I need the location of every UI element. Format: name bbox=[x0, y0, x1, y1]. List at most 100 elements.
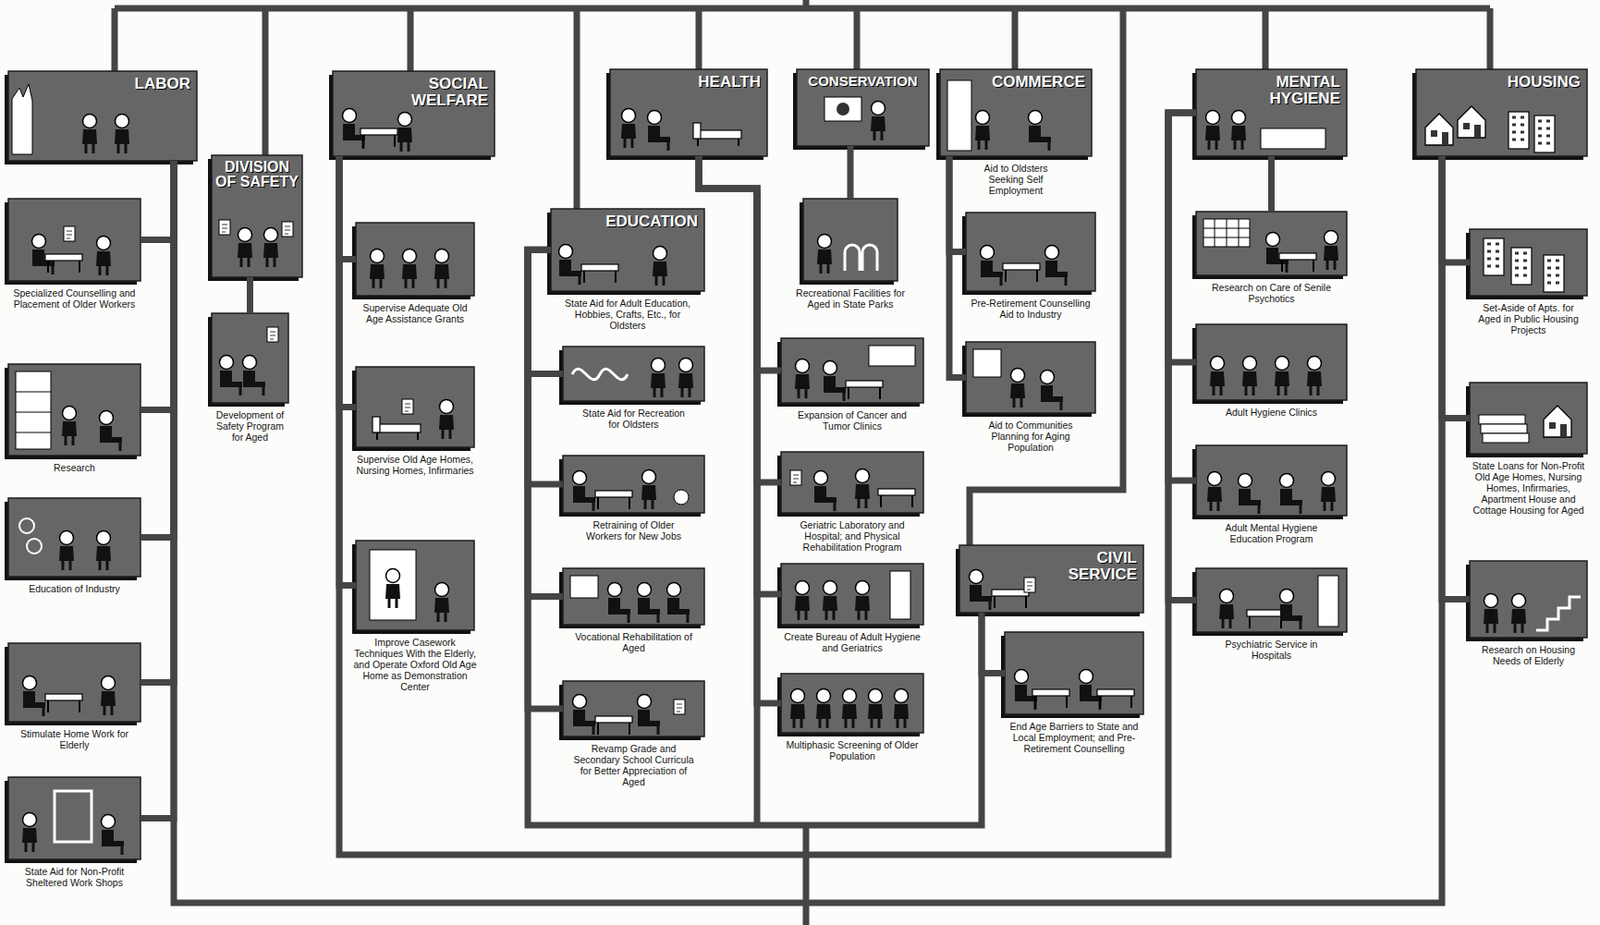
caption-text: Aid to Oldsters Seeking Self Employment bbox=[969, 162, 1063, 196]
picture-panel bbox=[562, 455, 705, 513]
picture-panel: HEALTH bbox=[610, 69, 768, 157]
connector bbox=[527, 250, 563, 486]
program-box: Psychiatric Service in Hospitals bbox=[1196, 568, 1347, 661]
program-box: Research bbox=[8, 364, 141, 474]
picture-panel: MENTAL HYGIENE bbox=[1196, 69, 1347, 157]
illustration bbox=[547, 208, 705, 295]
department-title: MENTAL HYGIENE bbox=[1257, 73, 1341, 107]
picture-panel bbox=[355, 366, 475, 448]
picture-panel: CONSERVATION bbox=[796, 69, 929, 147]
connector bbox=[527, 250, 563, 375]
connector bbox=[1168, 112, 1197, 363]
program-box: Multiphasic Screening of Older Populatio… bbox=[781, 673, 924, 762]
illustration bbox=[4, 71, 197, 165]
illustration bbox=[559, 346, 705, 405]
illustration bbox=[207, 313, 289, 407]
program-box: Set-Aside of Apts. for Aged in Public Ho… bbox=[1469, 229, 1588, 336]
department-box: SOCIAL WELFARE bbox=[332, 71, 495, 157]
illustration bbox=[1192, 324, 1347, 404]
caption-text: Expansion of Cancer and Tumor Clinics bbox=[782, 409, 922, 432]
department-box: MENTAL HYGIENE bbox=[1196, 69, 1347, 157]
department-title: COMMERCE bbox=[983, 73, 1086, 91]
program-box: Geriatric Laboratory and Hospital; and P… bbox=[781, 451, 924, 553]
caption-text: Adult Mental Hygiene Education Program bbox=[1207, 522, 1337, 545]
picture-panel bbox=[8, 498, 141, 577]
caption-text: Research on Housing Needs of Elderly bbox=[1470, 644, 1587, 667]
illustration bbox=[1465, 561, 1588, 642]
program-box: Vocational Rehabilitation of Aged bbox=[562, 568, 705, 654]
department-box: CONSERVATION bbox=[796, 69, 929, 147]
connector bbox=[1168, 112, 1197, 481]
picture-panel bbox=[355, 222, 475, 296]
picture-panel bbox=[781, 563, 924, 625]
picture-panel bbox=[1196, 324, 1347, 401]
caption-text: Supervise Old Age Homes, Nursing Homes, … bbox=[345, 453, 485, 477]
picture-panel: LABOR bbox=[8, 71, 197, 161]
illustration bbox=[962, 341, 1096, 417]
connector bbox=[1268, 156, 1275, 212]
connector bbox=[949, 156, 966, 379]
department-title: EDUCATION bbox=[586, 213, 698, 231]
program-box: Aid to Communities Planning for Aging Po… bbox=[965, 341, 1096, 453]
caption-text: Set-Aside of Apts. for Aged in Public Ho… bbox=[1470, 302, 1587, 336]
caption-text: Supervise Adequate Old Age Assistance Gr… bbox=[354, 302, 476, 325]
program-box: Research on Housing Needs of Elderly bbox=[1469, 561, 1588, 667]
picture-panel bbox=[562, 346, 705, 402]
illustration bbox=[1465, 382, 1588, 458]
program-box: Pre-Retirement Counselling Aid to Indust… bbox=[965, 212, 1096, 320]
connector bbox=[339, 156, 356, 587]
picture-panel bbox=[1196, 568, 1347, 633]
department-box: HEALTH bbox=[610, 69, 768, 157]
caption-text: Create Bureau of Adult Hygiene and Geria… bbox=[782, 631, 922, 654]
caption-text: Adult Hygiene Clinics bbox=[1221, 406, 1323, 418]
picture-panel bbox=[781, 673, 924, 733]
program-box: Create Bureau of Adult Hygiene and Geria… bbox=[781, 563, 924, 654]
picture-panel bbox=[1196, 211, 1347, 276]
program-box: Adult Mental Hygiene Education Program bbox=[1196, 445, 1347, 545]
department-box: LABOR bbox=[8, 71, 197, 161]
caption-text: State Aid for Recreation for Oldsters bbox=[578, 407, 690, 430]
program-box: State Loans for Non-Profit Old Age Homes… bbox=[1469, 382, 1588, 516]
program-box: State Aid for Recreation for Oldsters bbox=[562, 346, 705, 430]
illustration bbox=[1412, 69, 1588, 160]
connector bbox=[847, 146, 855, 199]
program-box: Research on Care of Senile Psychotics bbox=[1196, 211, 1347, 305]
illustration bbox=[793, 69, 929, 150]
caption-text: Research bbox=[19, 462, 131, 474]
program-box: Recreational Facilities for Aged in Stat… bbox=[803, 198, 898, 310]
illustration bbox=[4, 498, 141, 581]
picture-panel bbox=[781, 338, 924, 404]
picture-panel bbox=[8, 643, 141, 722]
department-box: CIVIL SERVICE bbox=[959, 545, 1144, 613]
picture-panel: SOCIAL WELFARE bbox=[332, 71, 495, 157]
illustration bbox=[1192, 568, 1347, 636]
department-box: DIVISION OF SAFETY bbox=[211, 155, 303, 278]
department-title: HEALTH bbox=[668, 73, 761, 91]
department-title: CIVIL SERVICE bbox=[1053, 549, 1137, 583]
picture-panel bbox=[1469, 382, 1588, 454]
connector bbox=[140, 160, 174, 684]
caption-text: Stimulate Home Work for Elderly bbox=[14, 728, 135, 751]
caption-text: Geriatric Laboratory and Hospital; and P… bbox=[782, 519, 922, 553]
program-box: Specialized Counselling and Placement of… bbox=[8, 198, 141, 310]
connector bbox=[140, 160, 174, 819]
caption-text: Education of Industry bbox=[24, 583, 126, 595]
picture-panel: COMMERCE bbox=[940, 69, 1092, 157]
illustration bbox=[329, 71, 495, 160]
caption-text: Recreational Facilities for Aged in Stat… bbox=[792, 287, 909, 310]
picture-panel bbox=[965, 212, 1096, 292]
illustration bbox=[777, 563, 924, 629]
picture-panel bbox=[562, 681, 705, 737]
department-box: EDUCATION State Aid for Adult Education, … bbox=[550, 208, 705, 331]
department-box: COMMERCE Aid to Oldsters Seeking Self Emp… bbox=[940, 69, 1092, 196]
connector bbox=[140, 160, 174, 241]
connector bbox=[981, 612, 1005, 674]
illustration bbox=[936, 69, 1092, 160]
picture-panel bbox=[1004, 632, 1144, 715]
program-box: Adult Hygiene Clinics bbox=[1196, 324, 1347, 418]
program-box: End Age Barriers to State and Local Empl… bbox=[1004, 632, 1144, 755]
picture-panel bbox=[803, 198, 898, 281]
caption-text: State Aid for Adult Education, Hobbies, … bbox=[558, 297, 697, 331]
connector bbox=[140, 160, 174, 538]
caption-text: State Loans for Non-Profit Old Age Homes… bbox=[1469, 460, 1588, 516]
